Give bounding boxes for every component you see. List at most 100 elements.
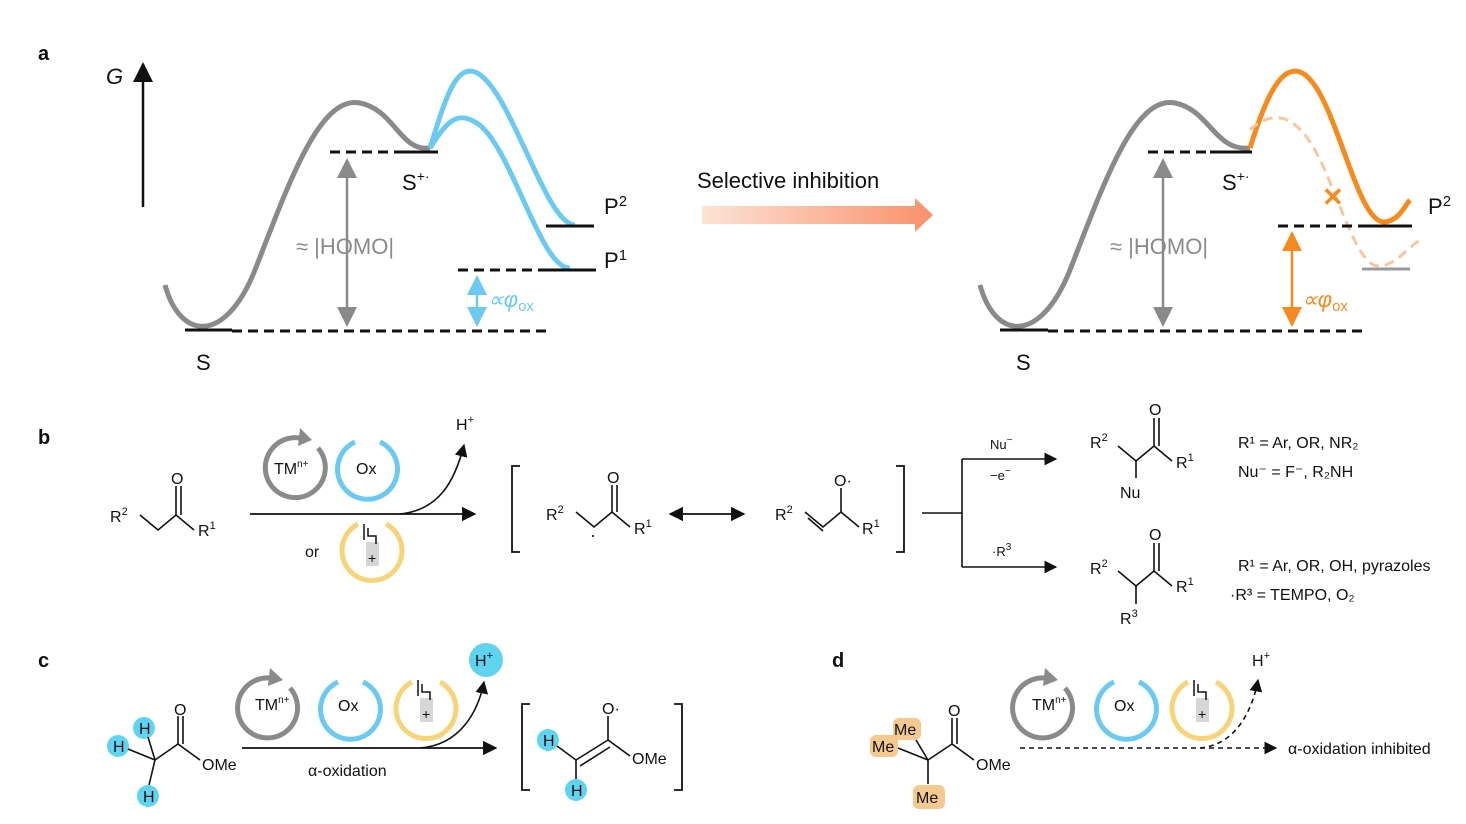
selective-inhibition-label: Selective inhibition [697,168,879,193]
c-arrow-label: α-oxidation [308,763,387,780]
svg-text:+: + [422,706,430,722]
homo-label-left: ≈ |HOMO| [296,234,394,259]
phi-label-left: ∝φox [488,287,534,315]
b-ketone-r1: R1 [198,520,216,540]
b-ketone-r2: R2 [110,506,128,526]
c-h-1: H [139,721,151,738]
b-r3-label: ·R3 [992,542,1012,559]
c-h-plus: H+ [475,650,493,670]
b-enol-r1: R1 [862,518,880,538]
b-int1-r2: R2 [546,504,564,524]
b-enol-r2: R2 [775,504,793,524]
c-ox-label: Ox [338,698,358,715]
b-int1-r1: R1 [634,518,652,538]
c-brackets [521,703,683,791]
c-proton-arrow [419,680,489,749]
c-h-3: H [143,789,155,806]
c-enol-h-2: H [571,783,583,800]
alpha-carbon-radical [575,485,631,529]
label-s-radical-left: S+· [402,168,430,195]
label-p2-left: P2 [604,193,627,219]
b-cond1-line2: Nu⁻ = F⁻, R₂NH [1238,464,1353,481]
energy-diagram-left [162,68,596,333]
c-h-plus-highlight [469,643,503,677]
methyl-acetate [107,716,201,807]
phi-label-right: ∝φox [1302,287,1348,315]
svg-text:+: + [1198,706,1206,722]
b-tm-label: TMn+ [274,459,309,478]
panel-label-a: a [38,43,50,65]
d-tm-icon [1010,668,1076,741]
d-ox-icon [1094,679,1159,742]
label-p2-right: P2 [1428,193,1451,219]
label-p1-left: P1 [604,247,627,273]
g-axis: G [106,62,153,207]
panel-label-b: b [38,427,50,449]
b-minus-e-label: −e− [990,466,1011,483]
b-product-r3 [1117,543,1173,604]
b-int1-o: O [607,470,619,487]
b-p1-o: O [1149,402,1161,419]
d-h-plus: H+ [1252,650,1270,670]
b-ketone-o: O [171,471,183,488]
g-axis-label: G [106,64,123,89]
b-proton-arrow [399,443,468,515]
d-me-2: Me [872,739,894,756]
b-radical-dot: · [590,525,596,545]
ox-catalyst-icon [335,439,400,502]
c-tm-label: TMn+ [255,695,290,714]
label-s-radical-right: S+· [1222,168,1250,195]
d-proton-arrow [1199,678,1263,749]
selective-inhibition-arrow [702,198,933,232]
b-branch-arrows [922,452,1058,574]
b-p1-nu: Nu [1120,485,1140,502]
b-cond2-line1: R¹ = Ar, OR, OH, pyrazoles [1238,558,1431,575]
panel-label-c: c [38,650,49,672]
methyl-isobutyrate [870,718,975,809]
b-p2-r1: R1 [1176,576,1194,596]
c-substrate-o: O [174,702,186,719]
b-p1-r2: R2 [1090,432,1108,452]
b-product-nu [1117,418,1173,478]
svg-text:+: + [368,550,376,566]
tm-catalyst-icon [262,428,328,501]
homo-label-right: ≈ |HOMO| [1110,234,1208,259]
b-brackets [511,465,905,553]
b-or-label: or [305,544,320,561]
c-tm-icon [235,668,301,741]
label-s-left: S [196,350,211,375]
cross-mark: ✕ [1322,182,1344,212]
c-enol-o-radical: O· [602,701,620,718]
d-electrode-icon: + [1169,679,1235,741]
panel-label-d: d [832,650,844,672]
b-p2-r3: R3 [1120,608,1138,628]
enolate-radical [804,488,860,532]
c-ox-icon [318,679,383,742]
c-substrate-ome: OMe [202,757,237,774]
b-ox-label: Ox [356,461,376,478]
b-cond1-line1: R¹ = Ar, OR, NR₂ [1238,435,1358,452]
d-substrate-ome: OMe [976,757,1011,774]
b-h-plus: H+ [456,414,474,434]
d-tm-label: TMn+ [1032,695,1067,714]
d-result-label: α-oxidation inhibited [1288,741,1431,758]
c-enol-ome: OMe [632,751,667,768]
d-me-1: Me [894,722,916,739]
d-ox-label: Ox [1114,698,1134,715]
electrode-icon: + [339,521,405,583]
d-substrate-o: O [948,703,960,720]
b-cond2-line2: ·R³ = TEMPO, O₂ [1230,587,1355,604]
d-me-3: Me [916,790,938,807]
b-p1-r1: R1 [1176,452,1194,472]
c-enolate [537,716,631,801]
b-nu-label: Nu− [990,435,1013,452]
c-h-2: H [113,739,125,756]
energy-diagram-right [977,68,1421,333]
b-p2-r2: R2 [1090,558,1108,578]
c-enol-h-1: H [543,733,555,750]
label-s-right: S [1016,350,1031,375]
b-enol-o-radical: O· [834,473,852,490]
c-electrode-icon: + [393,679,459,741]
b-p2-o: O [1149,527,1161,544]
